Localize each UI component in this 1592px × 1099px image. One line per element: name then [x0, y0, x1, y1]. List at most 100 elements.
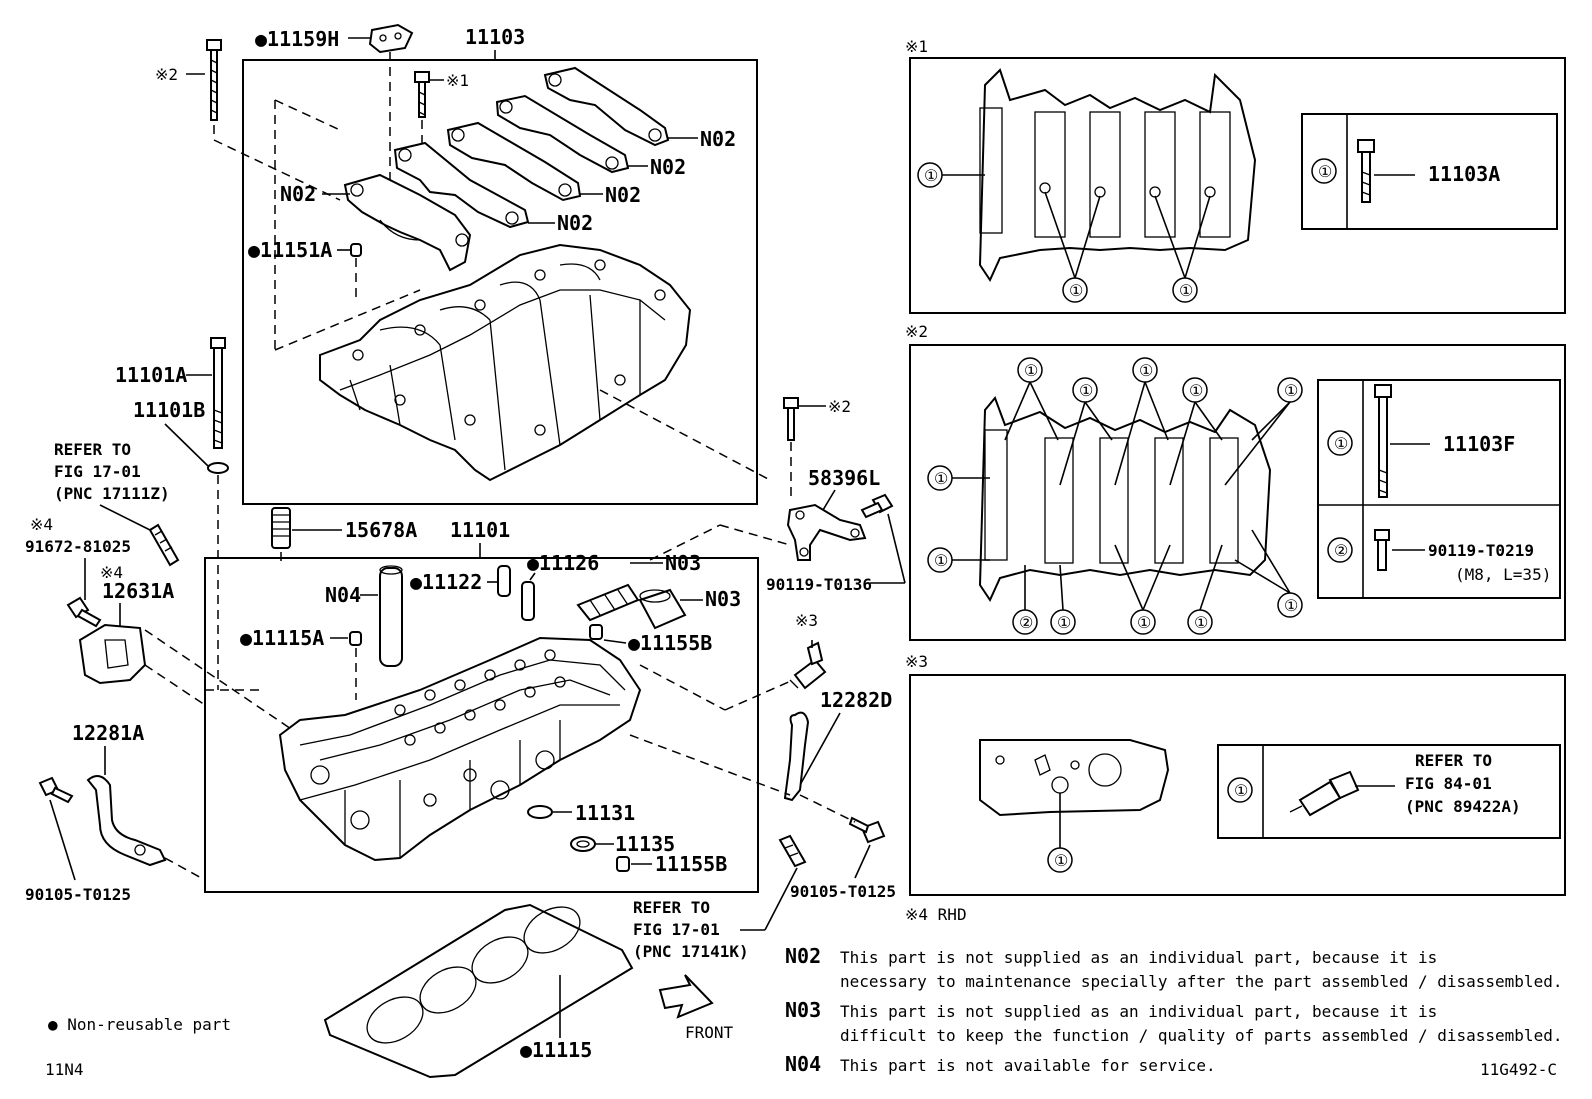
panel2-ref-l1: ①	[934, 469, 948, 488]
part-11135	[570, 836, 596, 852]
label-n02-c: N02	[605, 183, 641, 207]
label-11155B-a: ●11155B	[628, 631, 712, 655]
frame-camshaft-housing	[242, 59, 758, 505]
label-x4-a: ※4	[30, 515, 53, 534]
refer2-line3: (PNC 17141K)	[633, 942, 749, 961]
cam-cap-1	[543, 66, 670, 147]
panel2-refs-top: ① ① ① ① ①	[1004, 357, 1303, 486]
label-n02-e: N02	[557, 211, 593, 235]
panel2-tag: ※2	[905, 322, 928, 341]
panel2-part-11103F: 11103F	[1443, 432, 1515, 456]
label-x2-mid: ※2	[828, 397, 851, 416]
label-11122: ●11122	[410, 570, 482, 594]
panel3-head-drawing	[979, 739, 1170, 817]
label-x3-mid: ※3	[795, 611, 818, 630]
panel3-legend-box	[1217, 744, 1561, 839]
bolt-11103F	[1374, 384, 1392, 498]
label-11103: 11103	[465, 25, 525, 49]
label-11101B: 11101B	[133, 398, 205, 422]
refer1-line2: FIG 17-01	[54, 462, 141, 481]
gasket-11115	[323, 903, 634, 1079]
panel3-refer-line2: FIG 84-01	[1405, 774, 1492, 793]
label-n02-b: N02	[650, 155, 686, 179]
sensor-x3	[789, 641, 827, 690]
note-n04-code: N04	[785, 1052, 821, 1076]
label-x2-top: ※2	[155, 65, 178, 84]
label-11155B-b: 11155B	[655, 852, 727, 876]
legend-nonreusable: ● Non-reusable part	[48, 1015, 231, 1034]
front-arrow-icon	[658, 974, 714, 1019]
panel3-ref-b: ①	[1054, 851, 1068, 870]
label-11135: 11135	[615, 832, 675, 856]
label-11115: ●11115	[520, 1038, 592, 1062]
label-n02-a: N02	[700, 127, 736, 151]
cam-cap-3	[446, 121, 582, 202]
label-x1-top: ※1	[446, 71, 469, 90]
refer2-line1: REFER TO	[633, 898, 710, 917]
bolt-90119-T0136	[860, 493, 894, 519]
bolt-11101A	[210, 337, 226, 449]
label-front: FRONT	[685, 1023, 734, 1042]
panel2-ref-t5: ①	[1284, 381, 1298, 400]
label-12282D: 12282D	[820, 688, 892, 712]
label-91672-81025: 91672-81025	[25, 537, 131, 556]
label-n03-b: N03	[705, 587, 741, 611]
panel2-ref-b0: ②	[1019, 613, 1033, 632]
part-11159H	[368, 23, 414, 54]
hook-12282D	[783, 711, 810, 802]
panel1-legend-ref: ①	[1318, 162, 1332, 181]
panel1-legend-box	[1301, 113, 1558, 230]
panel1-ref-b1: ①	[1069, 281, 1083, 300]
panel2-part-spec: (M8, L=35)	[1455, 565, 1551, 584]
panel2-ref-b3: ①	[1194, 613, 1208, 632]
label-12281A: 12281A	[72, 721, 144, 745]
part-stud-17111Z	[148, 523, 180, 567]
part-11151A	[350, 243, 362, 257]
cylinder-head	[278, 636, 642, 862]
panel2-ref-t3: ①	[1139, 361, 1153, 380]
label-11126: ●11126	[527, 551, 599, 575]
washer-11101B	[207, 462, 229, 474]
label-90119-T0136: 90119-T0136	[766, 575, 872, 594]
hook-12281A	[86, 775, 167, 867]
panel2-ref-t1: ①	[1024, 361, 1038, 380]
panel3-frame	[909, 674, 1566, 896]
panel2-ref-t4: ①	[1189, 381, 1203, 400]
label-n03-a: N03	[665, 551, 701, 575]
panel2-frame	[909, 344, 1566, 641]
label-15678A: 15678A	[345, 518, 417, 542]
note-n02-line1: This part is not supplied as an individu…	[840, 948, 1437, 967]
panel1-ref-left: ①	[924, 166, 938, 185]
frame-cylinder-head	[204, 557, 759, 893]
panel1-part-11103A: 11103A	[1428, 162, 1500, 186]
sensor-89422A	[1289, 770, 1360, 817]
part-11155B-a	[589, 624, 603, 640]
bracket-12631A	[78, 623, 147, 685]
part-n03-a	[576, 583, 640, 622]
bolt-91672-81025	[66, 596, 102, 628]
label-x4-b: ※4	[100, 563, 123, 582]
panel2-ref-t2: ①	[1079, 381, 1093, 400]
bolt-90119-T0219	[1374, 529, 1390, 571]
panel1-tag: ※1	[905, 37, 928, 56]
note-n02-line2: necessary to maintenance specially after…	[840, 972, 1562, 991]
label-11101: 11101	[450, 518, 510, 542]
bolt-90105-left	[38, 776, 74, 804]
part-11115A	[349, 631, 362, 646]
part-n03-b	[638, 588, 687, 630]
label-11159H: ●11159H	[255, 27, 339, 51]
note-n03-line1: This part is not supplied as an individu…	[840, 1002, 1437, 1021]
panel3-refer-line1: REFER TO	[1415, 751, 1492, 770]
cam-cap-4	[393, 141, 530, 229]
panel3-refer-line3: (PNC 89422A)	[1405, 797, 1521, 816]
label-11151A: ●11151A	[248, 238, 332, 262]
code-left: 11N4	[45, 1060, 84, 1079]
panel3-legend-ref: ①	[1234, 781, 1248, 800]
note-n02-code: N02	[785, 944, 821, 968]
panel2-refs-bottom: ② ① ① ① ①	[1012, 529, 1303, 635]
panel2-part-90119-T0219: 90119-T0219	[1428, 541, 1534, 560]
label-90105-right: 90105-T0125	[790, 882, 896, 901]
refer1-line1: REFER TO	[54, 440, 131, 459]
x4-rhd-note: ※4 RHD	[905, 905, 967, 924]
